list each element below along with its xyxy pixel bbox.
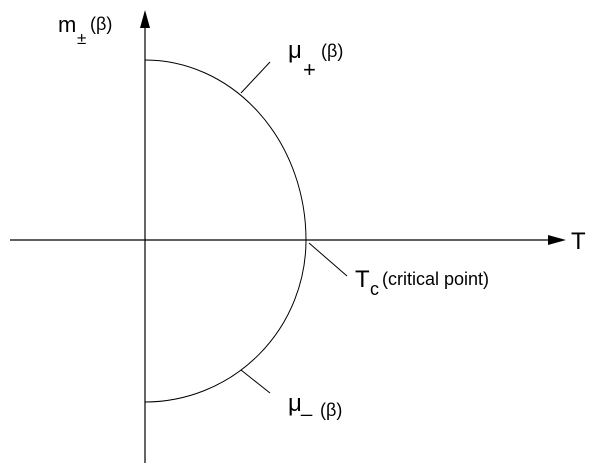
critical-point-note: (critical point) — [382, 269, 489, 289]
upper-branch-symbol: μ — [288, 37, 302, 64]
y-axis-label-main: m — [58, 12, 76, 37]
x-axis-label: T — [571, 228, 586, 255]
critical-point-leader — [308, 242, 348, 277]
critical-point-sub: c — [370, 279, 379, 299]
upper-branch-leader — [240, 61, 271, 94]
x-axis-arrowhead — [548, 235, 566, 245]
y-axis-label-arg: (β) — [90, 14, 112, 34]
upper-branch-sub: + — [303, 57, 316, 82]
lower-branch-leader — [240, 369, 271, 394]
lower-branch-arg: (β) — [320, 400, 342, 420]
lower-branch-sub: _ — [300, 395, 313, 417]
lower-branch-curve — [144, 239, 307, 403]
y-axis-label-sub: ± — [77, 29, 86, 48]
critical-point-main: T — [355, 266, 370, 293]
y-axis-arrowhead — [140, 10, 150, 28]
upper-branch-arg: (β) — [321, 41, 343, 61]
upper-branch-curve — [144, 59, 307, 241]
lower-branch-symbol: μ — [288, 390, 302, 417]
